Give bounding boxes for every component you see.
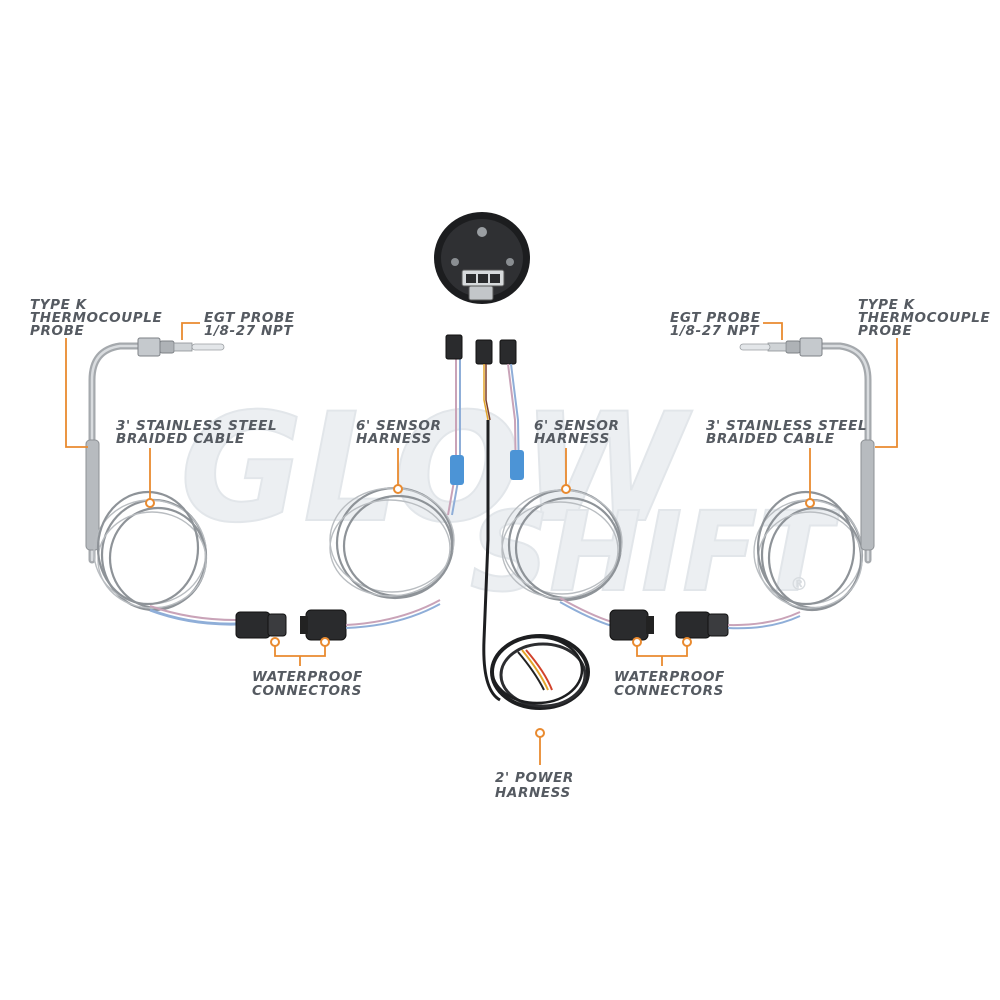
label-line: WATERPROOF — [252, 669, 363, 685]
label-line: 6' SENSOR — [534, 418, 619, 434]
left-waterproof-label: WATERPROOF CONNECTORS — [252, 669, 363, 699]
left-braided-cable-label: 3' STAINLESS STEEL BRAIDED CABLE — [116, 418, 277, 447]
left-egt-probe — [85, 337, 225, 564]
label-line: BRAIDED CABLE — [116, 431, 245, 447]
right-braided-cable-label: 3' STAINLESS STEEL BRAIDED CABLE — [706, 418, 867, 447]
label-line: HARNESS — [356, 431, 432, 447]
right-thermocouple-label: TYPE K THERMOCOUPLE PROBE — [858, 297, 990, 339]
label-line: PROBE — [858, 323, 912, 339]
label-line: BRAIDED CABLE — [706, 431, 835, 447]
label-line: HARNESS — [534, 431, 610, 447]
label-line: CONNECTORS — [614, 683, 724, 699]
gauge-back-housing — [434, 212, 530, 304]
label-line: HARNESS — [495, 785, 571, 801]
left-egt-probe-label: EGT PROBE 1/8-27 NPT — [204, 310, 295, 339]
left-waterproof-connectors — [235, 599, 441, 641]
brand-watermark: GLOW SHIFT ® — [179, 381, 841, 617]
label-line: 6' SENSOR — [356, 418, 441, 434]
right-waterproof-label: WATERPROOF CONNECTORS — [614, 669, 725, 699]
label-line: 3' STAINLESS STEEL — [116, 418, 277, 434]
label-line: PROBE — [30, 323, 84, 339]
left-thermocouple-label: TYPE K THERMOCOUPLE PROBE — [30, 297, 162, 339]
label-line: EGT PROBE — [670, 310, 761, 326]
right-egt-probe — [739, 337, 875, 564]
label-line: THERMOCOUPLE — [858, 310, 990, 326]
power-harness — [482, 420, 590, 710]
label-line: 3' STAINLESS STEEL — [706, 418, 867, 434]
label-line: WATERPROOF — [614, 669, 725, 685]
leader-lines — [65, 322, 898, 765]
label-line: EGT PROBE — [204, 310, 295, 326]
label-line: THERMOCOUPLE — [30, 310, 162, 326]
label-line: TYPE K — [858, 297, 916, 313]
right-egt-probe-label: EGT PROBE 1/8-27 NPT — [670, 310, 761, 339]
label-line: 1/8-27 NPT — [204, 323, 294, 339]
label-line: TYPE K — [30, 297, 88, 313]
power-harness-label: 2' POWER HARNESS — [495, 770, 574, 801]
brand-watermark-line1: GLOW — [180, 382, 693, 556]
registered-mark: ® — [790, 574, 808, 595]
right-waterproof-connectors — [609, 609, 801, 641]
left-sensor-harness-label: 6' SENSOR HARNESS — [356, 418, 441, 447]
right-sensor-harness-label: 6' SENSOR HARNESS — [534, 418, 619, 447]
label-line: 2' POWER — [495, 770, 574, 786]
center-plugs — [475, 339, 517, 421]
label-line: 1/8-27 NPT — [670, 323, 760, 339]
label-line: CONNECTORS — [252, 683, 362, 699]
